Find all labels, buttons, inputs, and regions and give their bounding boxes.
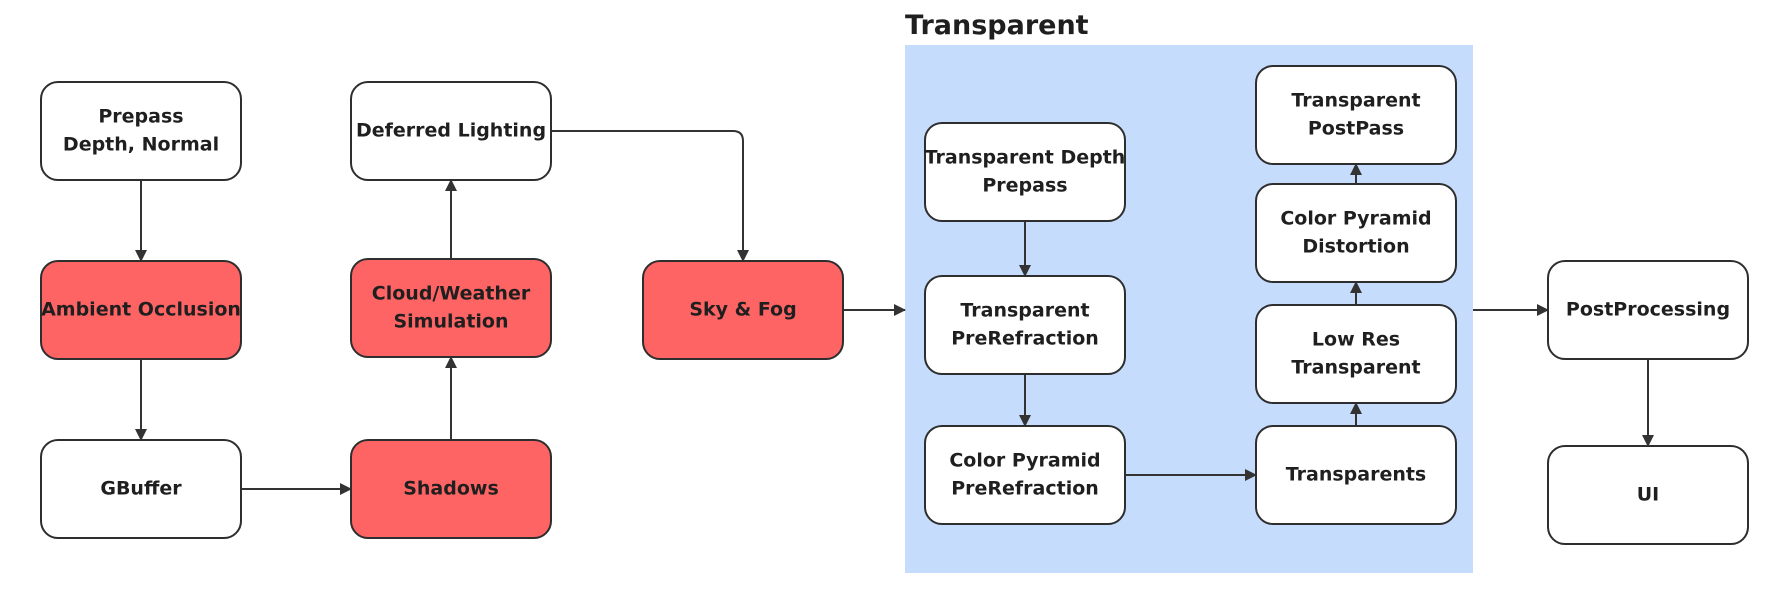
node-label: Deferred Lighting xyxy=(356,120,546,142)
node-transparents: Transparents xyxy=(1255,425,1457,525)
transparent-group-title: Transparent xyxy=(905,10,1089,41)
node-label: Transparents xyxy=(1286,464,1427,486)
node-label: Prepass xyxy=(98,106,183,128)
node-ui: UI xyxy=(1547,445,1749,545)
node-color-pyramid-distortion-box xyxy=(1255,183,1457,283)
node-prepass-box xyxy=(40,81,242,181)
node-color-pyramid-prerefraction-box xyxy=(924,425,1126,525)
node-shadows: Shadows xyxy=(350,439,552,539)
node-transparent-depth-prepass-box xyxy=(924,122,1126,222)
node-label: UI xyxy=(1637,484,1660,506)
node-shadows-box xyxy=(350,439,552,539)
node-label: Prepass xyxy=(982,175,1067,197)
node-ui-box xyxy=(1547,445,1749,545)
node-label: Distortion xyxy=(1302,236,1409,258)
node-label: Depth, Normal xyxy=(63,134,219,156)
node-label: Color Pyramid xyxy=(949,450,1100,472)
node-label: PreRefraction xyxy=(951,328,1099,350)
node-cloud-weather-box xyxy=(350,258,552,358)
node-label: Color Pyramid xyxy=(1280,208,1431,230)
node-label: GBuffer xyxy=(100,478,182,500)
node-label: Ambient Occlusion xyxy=(41,299,241,321)
node-ambient-occlusion: Ambient Occlusion xyxy=(40,260,242,360)
node-deferred-lighting: Deferred Lighting xyxy=(350,81,552,181)
node-label: PostProcessing xyxy=(1566,299,1730,321)
node-deferred-lighting-box xyxy=(350,81,552,181)
node-gbuffer: GBuffer xyxy=(40,439,242,539)
node-label: Transparent xyxy=(1291,357,1420,379)
node-low-res-transparent-box xyxy=(1255,304,1457,404)
node-ambient-occlusion-box xyxy=(40,260,242,360)
node-label: Cloud/Weather xyxy=(372,283,531,305)
node-postprocessing: PostProcessing xyxy=(1547,260,1749,360)
node-label: Low Res xyxy=(1312,329,1400,351)
node-label: Sky & Fog xyxy=(689,299,796,321)
node-transparents-box xyxy=(1255,425,1457,525)
node-label: Transparent xyxy=(960,300,1089,322)
edges xyxy=(135,130,1654,495)
node-label: Transparent Depth xyxy=(925,147,1126,169)
node-label: PreRefraction xyxy=(951,478,1099,500)
node-postprocessing-box xyxy=(1547,260,1749,360)
edge-arrow xyxy=(551,130,749,262)
node-transparent-prerefraction-box xyxy=(924,275,1126,375)
node-sky-fog-box xyxy=(642,260,844,360)
node-sky-fog: Sky & Fog xyxy=(642,260,844,360)
edge-deferred-lighting-to-sky-fog xyxy=(551,130,749,262)
node-label: PostPass xyxy=(1308,118,1404,140)
node-transparent-postpass-box xyxy=(1255,65,1457,165)
node-label: Simulation xyxy=(393,311,508,333)
node-gbuffer-box xyxy=(40,439,242,539)
node-label: Shadows xyxy=(403,478,499,500)
node-label: Transparent xyxy=(1291,90,1420,112)
